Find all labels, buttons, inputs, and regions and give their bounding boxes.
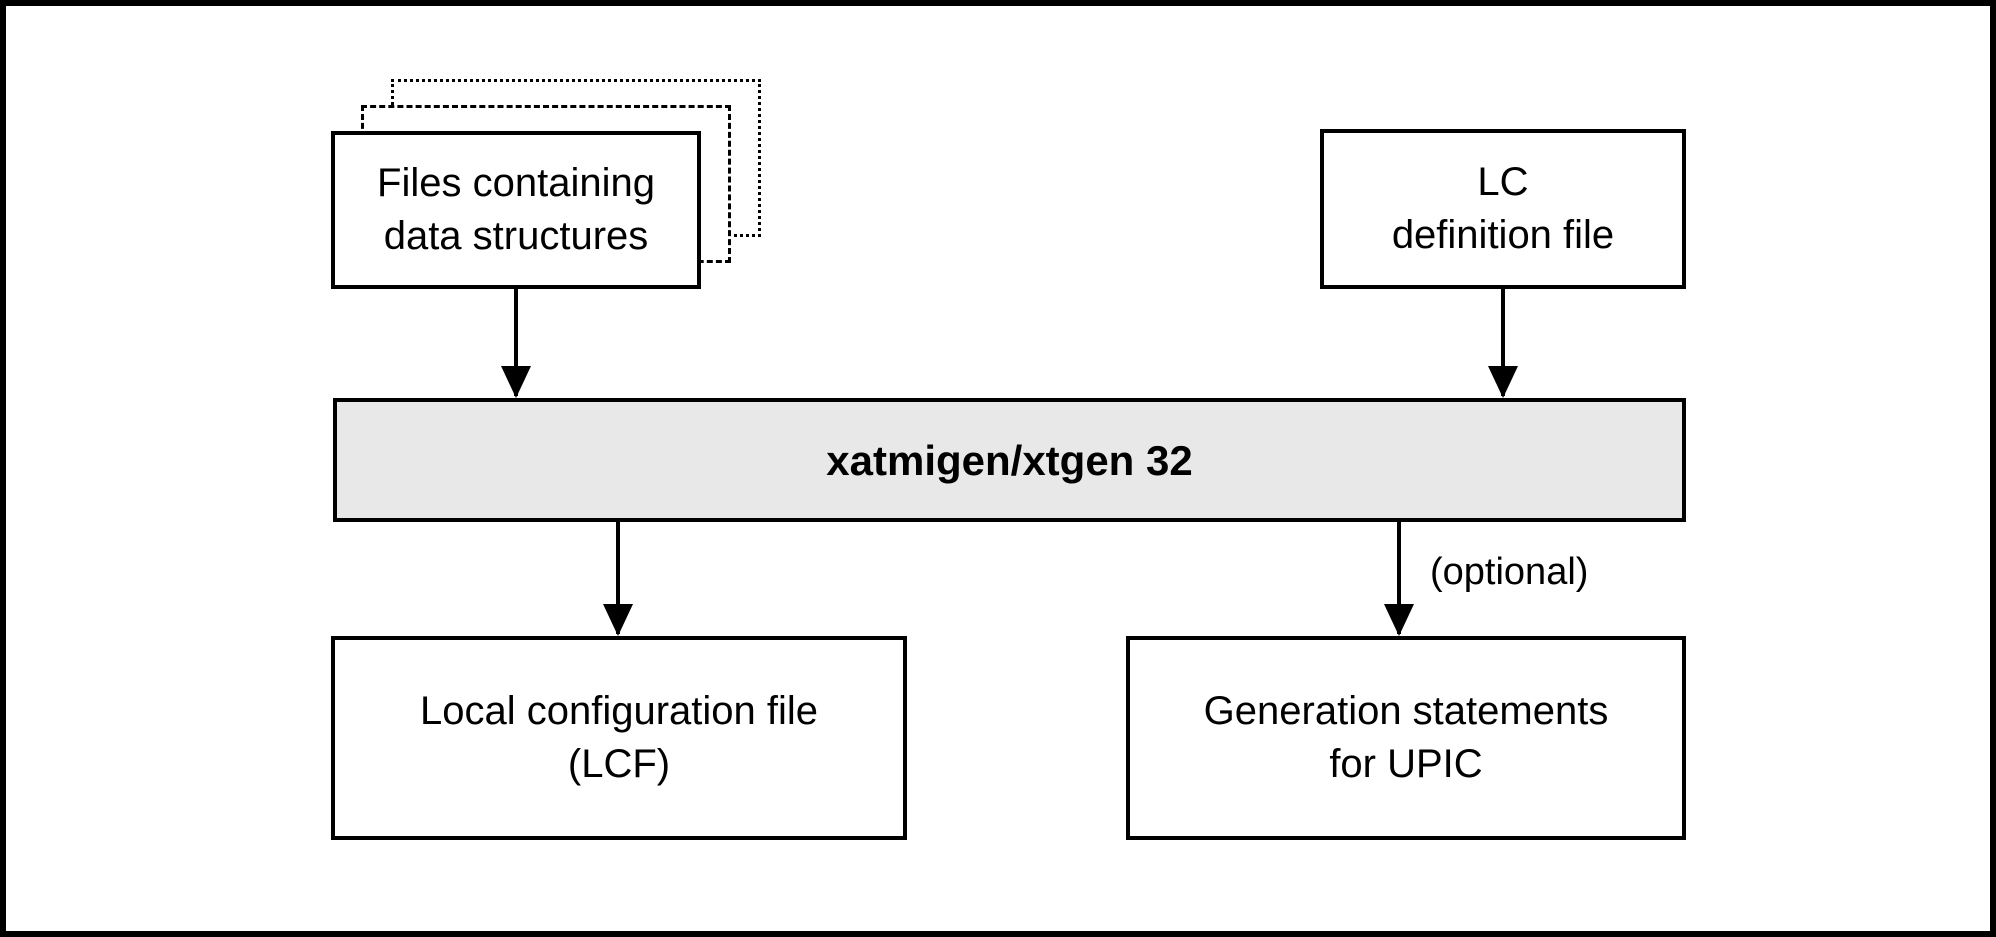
lc-definition-file-box: LC definition file: [1320, 129, 1686, 289]
upic-box-label-line2: for UPIC: [1329, 742, 1483, 786]
lcf-box-label-line1: Local configuration file: [419, 689, 819, 733]
process-bar-label: xatmigen/xtgen 32: [826, 436, 1193, 484]
upic-box-label-line1: Generation statements: [1203, 689, 1609, 733]
files-box: Files containing data structures: [331, 131, 701, 289]
lc-box-label-line2: definition file: [1391, 213, 1615, 257]
lc-box-label-line1: LC: [1477, 160, 1529, 204]
lcf-output-box: Local configuration file (LCF): [331, 636, 907, 840]
files-box-label-line1: Files containing: [377, 161, 655, 205]
upic-output-box: Generation statements for UPIC: [1126, 636, 1686, 840]
lcf-box-label-line2: (LCF): [567, 742, 671, 786]
files-box-label-line2: data structures: [383, 214, 649, 258]
process-bar-xatmigen-xtgen: xatmigen/xtgen 32: [333, 398, 1686, 522]
optional-label: (optional): [1430, 551, 1589, 593]
